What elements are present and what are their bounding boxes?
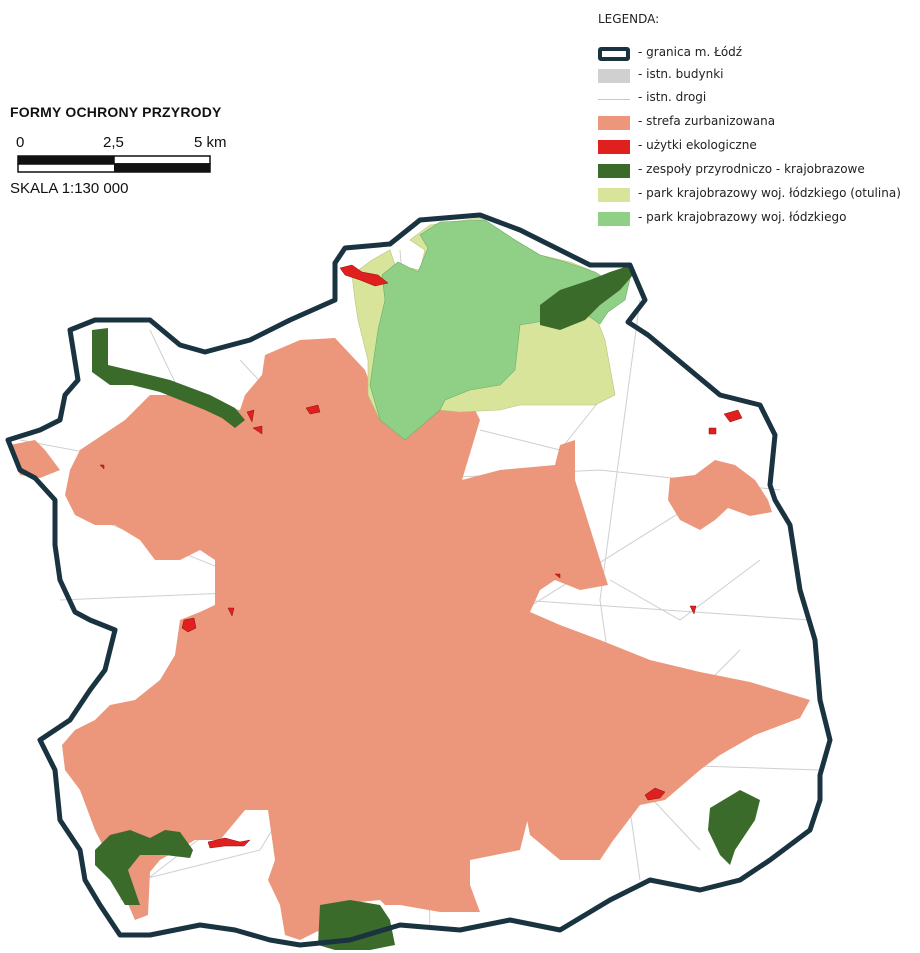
legend-item-roads: - istn. drogi [598,89,920,107]
urbanized-symbol-icon [598,116,630,130]
boundary-symbol-icon [598,47,630,61]
urbanized-zone [62,338,810,940]
ecological-sites [99,264,743,849]
legend-item-boundary: - granica m. Łódź [598,44,920,62]
legend-item-ecological: - użytki ekologiczne [598,137,920,155]
legend-item-urbanized: - strefa zurbanizowana [598,113,920,131]
legend-item-park: - park krajobrazowy woj. łódzkiego [598,209,920,227]
legend-item-complexes: - zespoły przyrodniczo - krajobrazowe [598,161,920,179]
scale-label-2-5: 2,5 [103,134,124,151]
urbanized-zone-west [10,440,60,478]
scale-bar [17,155,211,173]
legend-item-park-buffer: - park krajobrazowy woj. łódzkiego (otul… [598,185,920,203]
buildings-symbol-icon [598,69,630,83]
city-boundary [5,212,833,948]
urbanized-zone-east [668,460,772,530]
legend-title: LEGENDA: [598,12,660,26]
ecological-symbol-icon [598,140,630,154]
roads-symbol-icon [598,99,630,100]
nature-landscape-complexes [92,266,760,950]
park-symbol-icon [598,212,630,226]
map-title: FORMY OCHRONY PRZYRODY [10,104,222,120]
landscape-park [369,219,633,441]
scale-label-5km: 5 km [194,134,227,151]
complexes-symbol-icon [598,164,630,178]
scale-label-0: 0 [16,134,25,151]
park-buffer-symbol-icon [598,188,630,202]
scale-text: SKALA 1:130 000 [10,180,129,197]
legend-item-buildings: - istn. budynki [598,66,920,84]
